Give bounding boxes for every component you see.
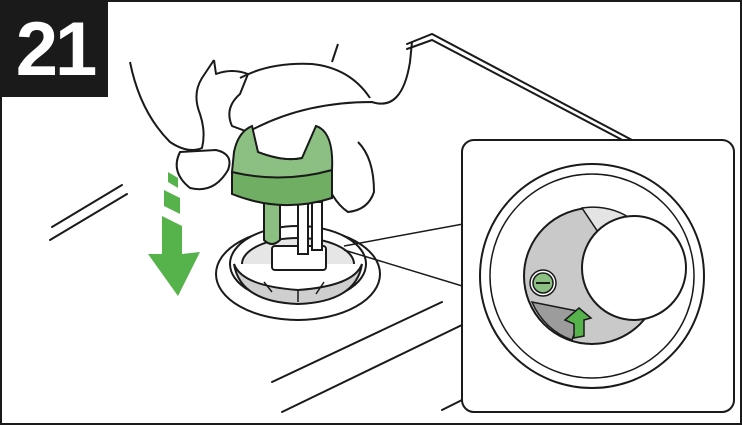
step-number: 21 [16,12,95,88]
step-number-badge: 21 [2,2,108,97]
detail-callout [462,140,734,412]
green-cap [232,126,332,205]
screw-icon [530,270,556,296]
push-down-arrow-icon [148,172,200,296]
